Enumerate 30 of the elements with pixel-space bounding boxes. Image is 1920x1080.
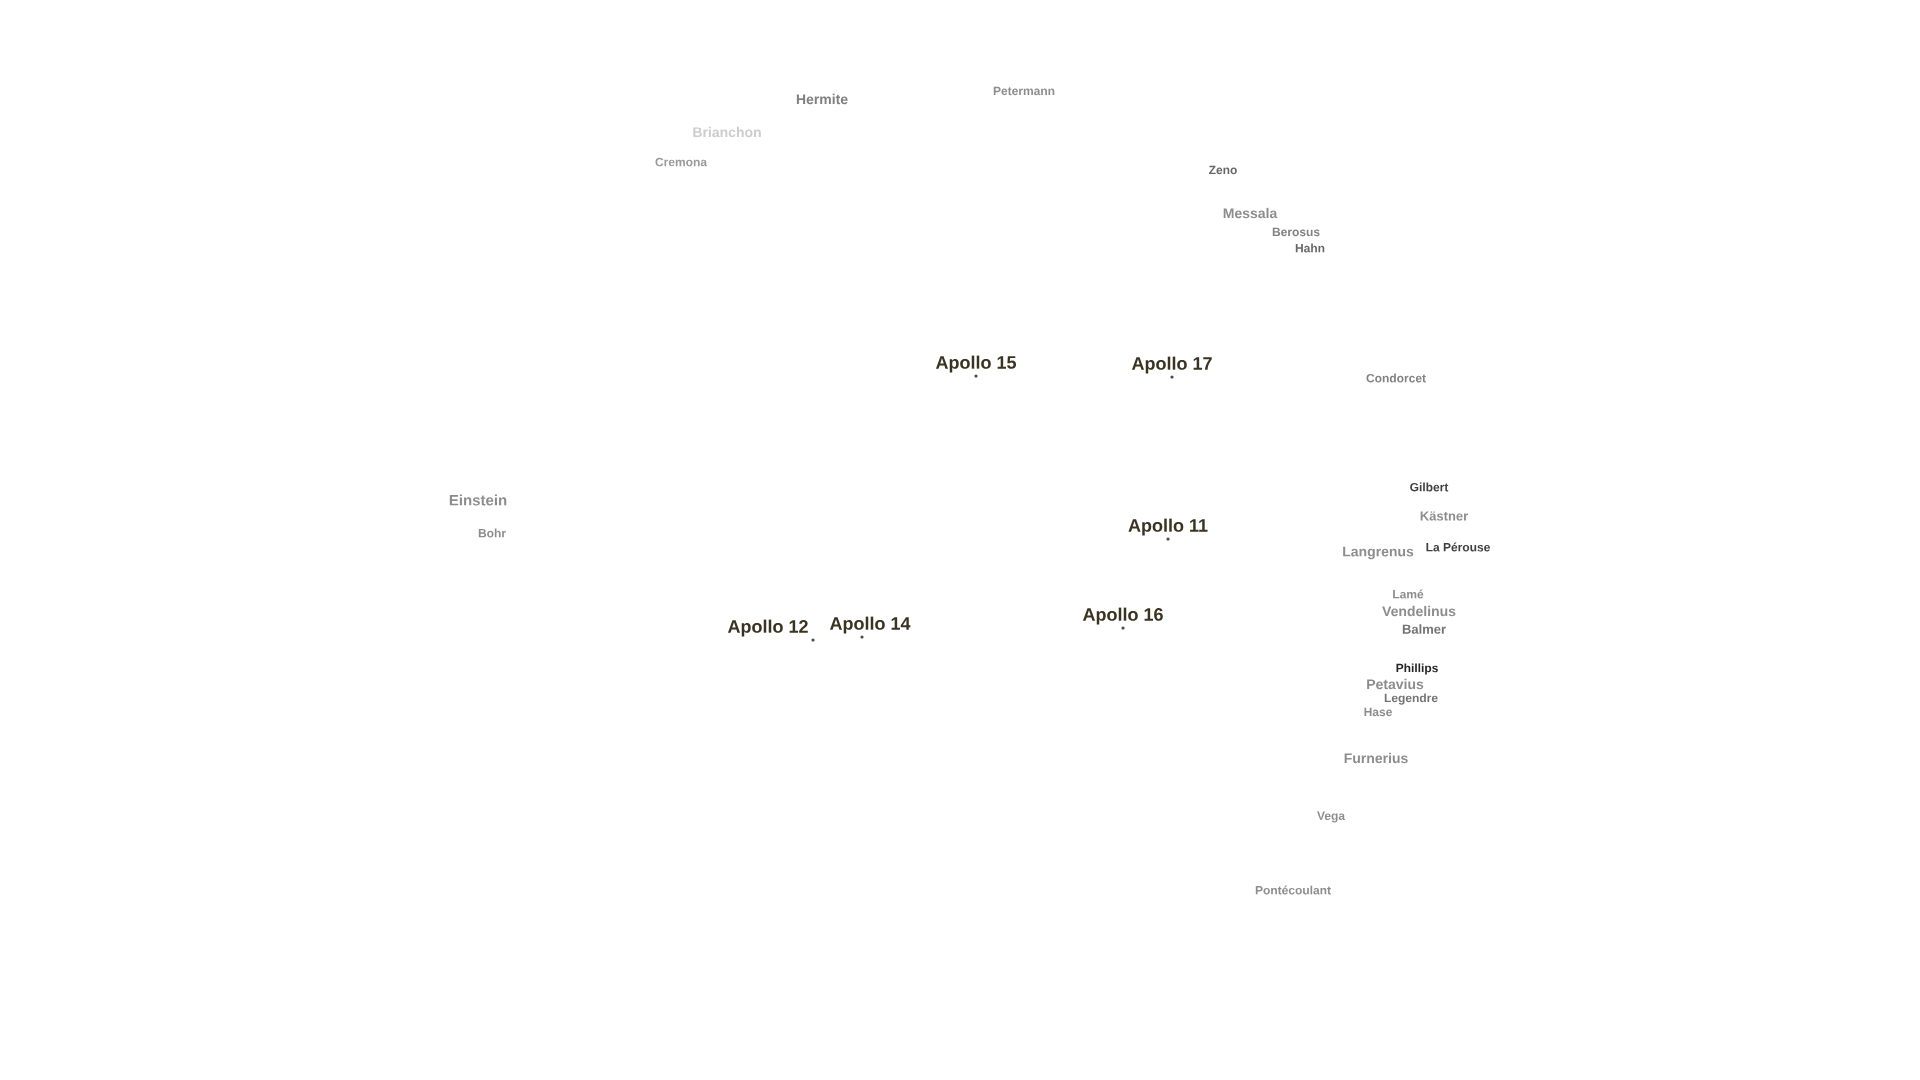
crater-name: Bohr: [478, 528, 506, 538]
crater-name: Furnerius: [1344, 752, 1408, 764]
crater-name: Cremona: [655, 157, 708, 167]
crater-name: Hase: [1364, 707, 1392, 717]
crater-name: Messala: [1223, 207, 1278, 219]
apollo-site-label: Apollo 17: [1131, 356, 1212, 374]
crater-name: Pontécoulant: [1255, 885, 1331, 895]
crater-name: Petavius: [1367, 678, 1424, 690]
crater-name: Zeno: [1209, 165, 1237, 175]
crater-name: Kästner: [1420, 511, 1468, 521]
crater-name: Langrenus: [1343, 546, 1414, 560]
crater-name: La Pérouse: [1426, 542, 1490, 552]
crater-name: Vendelinus: [1382, 605, 1456, 617]
crater-name: Lamé: [1393, 589, 1424, 599]
crater-name: Hermite: [796, 93, 848, 105]
crater-name: Berosus: [1272, 227, 1320, 237]
crater-name: Legendre: [1384, 693, 1438, 705]
crater-name: Phillips: [1396, 663, 1438, 675]
crater-name: Hahn: [1295, 243, 1325, 253]
crater-name: Petermann: [993, 86, 1055, 96]
crater-name: Vega: [1317, 811, 1346, 823]
crater-name: Gilbert: [1410, 482, 1449, 492]
apollo-site-label: Apollo 11: [1128, 518, 1208, 536]
crater-name: Balmer: [1402, 624, 1446, 634]
crater-name: Einstein: [449, 494, 507, 506]
crater-name: Condorcet: [1366, 373, 1426, 383]
apollo-site-label: Apollo 12: [727, 619, 808, 637]
apollo-site-label: Apollo 16: [1082, 607, 1163, 625]
apollo-site-label: Apollo 15: [935, 355, 1016, 373]
apollo-site-label: Apollo 14: [829, 616, 911, 634]
